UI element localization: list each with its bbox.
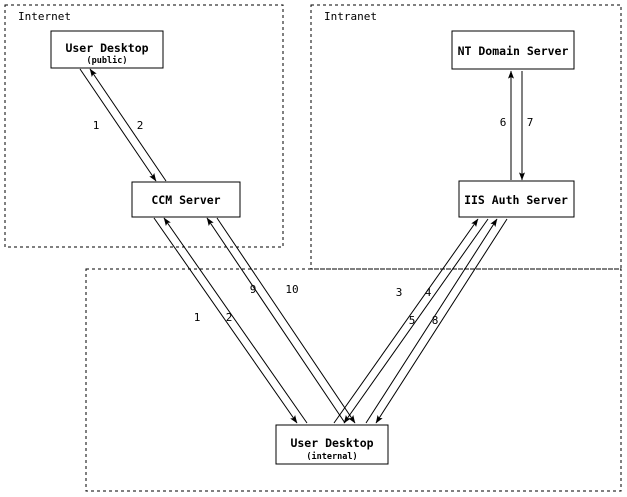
node-box-ccm-server — [131, 181, 241, 218]
node-subtitle-user-desktop-internal: (internal) — [306, 451, 357, 462]
node-box-nt-domain-server — [451, 30, 575, 70]
zone-boundaries: Internet Intranet — [4, 4, 622, 492]
node-nt-domain-server[interactable]: NT Domain Server — [451, 30, 575, 70]
node-title-user-desktop-internal: User Desktop — [290, 436, 373, 450]
flow-step-label-3-user-desktop-internal: 3 — [396, 286, 403, 299]
flow-step-label-1-ccm-server: 1 — [194, 311, 201, 324]
flow-step-labels: 1 2 1 2 9 10 3 4 5 8 6 7 — [93, 116, 534, 327]
flow-arrow-4-iis-auth-server-to-user-desktop-internal — [343, 218, 489, 424]
flow-arrow-1-ccm-server-to-user-desktop-internal — [153, 217, 298, 424]
node-box-user-desktop-internal — [275, 424, 389, 465]
flow-step-label-2-ccm-server: 2 — [137, 119, 144, 132]
flow-step-label-2-user-desktop-internal: 2 — [226, 311, 233, 324]
flow-step-label-1-user-desktop-public: 1 — [93, 119, 100, 132]
node-title-iis-auth-server: IIS Auth Server — [464, 193, 568, 207]
flow-arrow-10-ccm-server-to-user-desktop-internal — [216, 217, 356, 424]
flow-step-label-4-iis-auth-server: 4 — [425, 286, 432, 299]
zone-label-intranet: Intranet — [324, 10, 377, 23]
node-user-desktop-internal[interactable]: User Desktop(internal) — [275, 424, 389, 465]
node-iis-auth-server[interactable]: IIS Auth Server — [458, 180, 575, 218]
node-subtitle-user-desktop-public: (public) — [87, 55, 128, 66]
flow-arrow-3-user-desktop-internal-to-iis-auth-server — [333, 218, 479, 424]
flow-step-label-9-user-desktop-internal: 9 — [250, 283, 257, 296]
flow-arrow-2-ccm-server-to-user-desktop-public — [89, 68, 167, 182]
flow-step-label-5-user-desktop-internal: 5 — [409, 314, 416, 327]
flow-arrow-1-user-desktop-public-to-ccm-server — [79, 68, 157, 182]
flow-step-label-10-ccm-server: 10 — [285, 283, 298, 296]
flow-step-label-6-iis-auth-server: 6 — [500, 116, 507, 129]
node-title-nt-domain-server: NT Domain Server — [458, 44, 569, 58]
flow-step-label-8-iis-auth-server: 8 — [432, 314, 439, 327]
flow-arrow-9-user-desktop-internal-to-ccm-server — [206, 217, 346, 424]
flow-arrows — [79, 68, 525, 424]
zone-boundary-internet — [4, 4, 284, 248]
node-ccm-server[interactable]: CCM Server — [131, 181, 241, 218]
node-user-desktop-public[interactable]: User Desktop(public) — [50, 30, 164, 69]
flow-step-label-7-nt-domain-server: 7 — [527, 116, 534, 129]
node-title-ccm-server: CCM Server — [151, 193, 220, 207]
node-box-user-desktop-public — [50, 30, 164, 69]
flow-arrow-8-iis-auth-server-to-user-desktop-internal — [375, 218, 508, 424]
flow-arrow-5-user-desktop-internal-to-iis-auth-server — [365, 218, 498, 424]
zone-label-internet: Internet — [18, 10, 71, 23]
node-box-iis-auth-server — [458, 180, 575, 218]
flow-arrow-2-user-desktop-internal-to-ccm-server — [163, 217, 308, 424]
node-title-user-desktop-public: User Desktop — [65, 41, 148, 55]
